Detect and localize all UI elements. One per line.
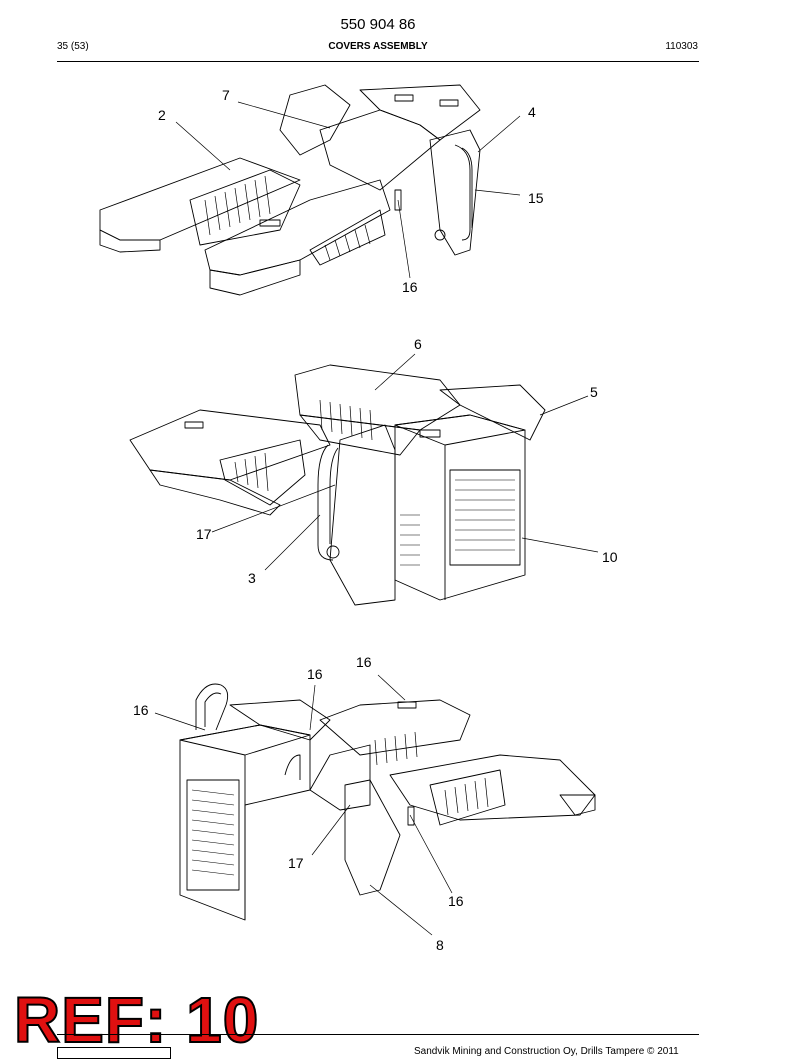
- page-number: 35 (53): [57, 41, 89, 52]
- callout-7: 7: [222, 87, 230, 103]
- drawing-view-rear: 16 16 16 17 16 8: [0, 645, 794, 965]
- ref-stamp: REF: 10: [13, 983, 260, 1057]
- callout-16-upper: 16: [356, 654, 372, 670]
- callout-16-right: 16: [448, 893, 464, 909]
- document-number: 550 904 86: [340, 16, 416, 33]
- callout-16-top: 16: [307, 666, 323, 682]
- callout-17: 17: [196, 526, 212, 542]
- callout-17: 17: [288, 855, 304, 871]
- date-code: 110303: [665, 41, 698, 52]
- callout-8: 8: [436, 937, 444, 953]
- callout-6: 6: [414, 336, 422, 352]
- callout-4: 4: [528, 104, 536, 120]
- callout-10: 10: [602, 549, 618, 565]
- callout-15: 15: [528, 190, 544, 206]
- header-rule: [57, 61, 699, 62]
- callout-16-left: 16: [133, 702, 149, 718]
- callout-2: 2: [158, 107, 166, 123]
- company-logo: [57, 1047, 171, 1059]
- copyright-notice: Sandvik Mining and Construction Oy, Dril…: [414, 1046, 679, 1057]
- callout-5: 5: [590, 384, 598, 400]
- section-title: COVERS ASSEMBLY: [328, 41, 428, 52]
- drawing-view-top: 7 2 4 15 16: [0, 70, 794, 310]
- footer-rule: [57, 1034, 699, 1035]
- callout-3: 3: [248, 570, 256, 586]
- drawing-view-front: 6 5 17 3 10: [0, 330, 794, 620]
- callout-16: 16: [402, 279, 418, 295]
